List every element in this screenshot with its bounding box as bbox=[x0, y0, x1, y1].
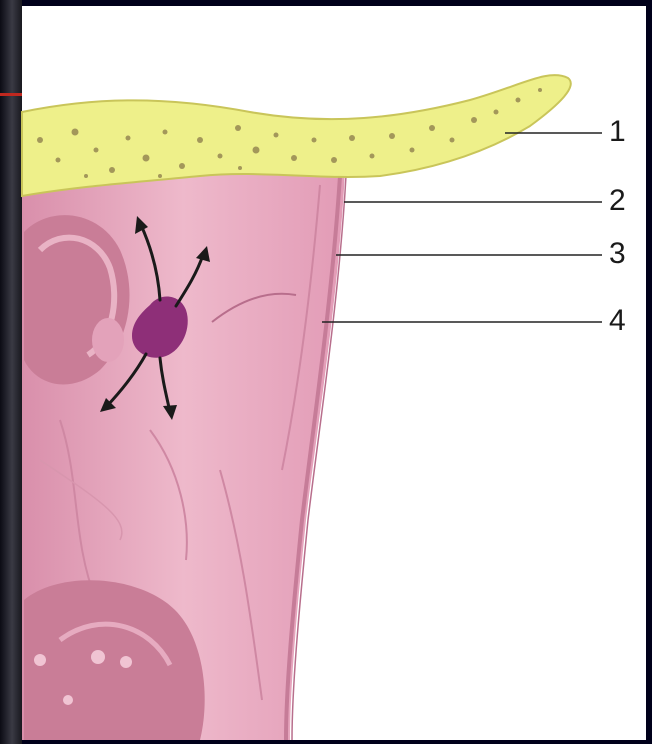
label-2: 2 bbox=[609, 186, 626, 216]
gland-opening bbox=[120, 656, 132, 668]
label-1: 1 bbox=[609, 117, 626, 147]
label-3: 3 bbox=[609, 239, 626, 269]
gland-opening bbox=[34, 654, 46, 666]
upper-recess-opening bbox=[92, 318, 124, 362]
gland-opening bbox=[91, 650, 105, 664]
label-4: 4 bbox=[609, 306, 626, 336]
gland-opening bbox=[63, 695, 73, 705]
